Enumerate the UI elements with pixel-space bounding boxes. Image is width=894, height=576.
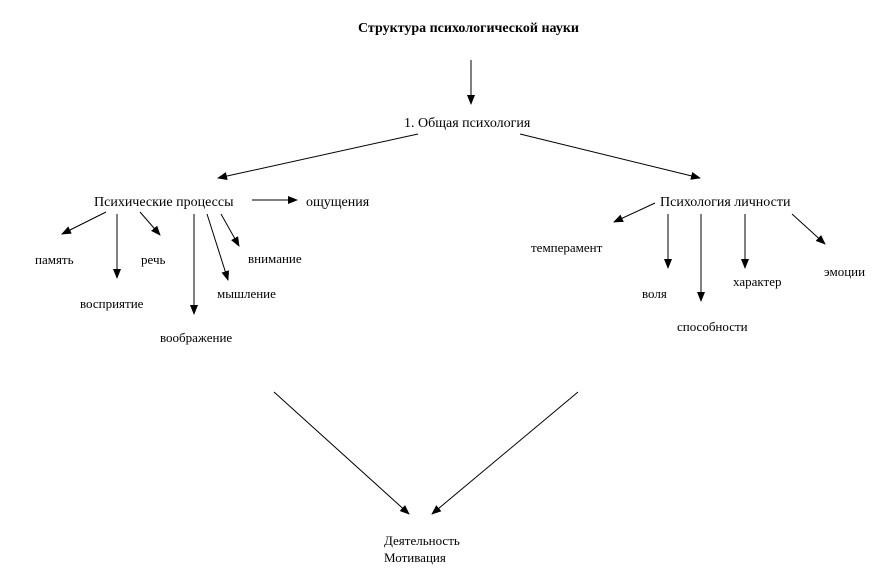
edge-processes-to-attention (220, 213, 240, 247)
node-motivation: Мотивация (384, 550, 446, 565)
edge-general-to-personality (519, 133, 701, 180)
node-abilities: способности (677, 319, 748, 334)
node-mental-processes: Психические процессы (94, 195, 234, 210)
edge-processes-to-speech (139, 211, 161, 236)
edge-personality-to-activity (431, 391, 579, 515)
node-personality-psychology: Психология личности (660, 195, 791, 210)
edge-general-to-processes (217, 133, 419, 180)
node-sensations: ощущения (306, 195, 370, 210)
node-memory: память (35, 252, 74, 267)
edge-personality-to-temperament (613, 202, 656, 223)
node-imagination: воображение (160, 330, 233, 345)
node-will: воля (642, 286, 667, 301)
node-temperament: темперамент (531, 240, 603, 255)
edge-personality-to-emotions (791, 213, 826, 245)
node-perception: восприятие (80, 296, 144, 311)
edge-processes-to-memory (61, 211, 107, 235)
node-character: характер (733, 274, 782, 289)
node-attention: внимание (248, 251, 302, 266)
node-general-psychology: 1. Общая психология (404, 116, 531, 131)
node-emotions: эмоции (824, 264, 866, 279)
node-thinking: мышление (217, 286, 276, 301)
node-speech: речь (141, 252, 166, 267)
edge-processes-to-thinking (206, 213, 230, 281)
diagram-title: Структура психологической науки (358, 21, 579, 36)
node-activity: Деятельность (384, 533, 460, 548)
edge-processes-to-activity (273, 391, 410, 515)
